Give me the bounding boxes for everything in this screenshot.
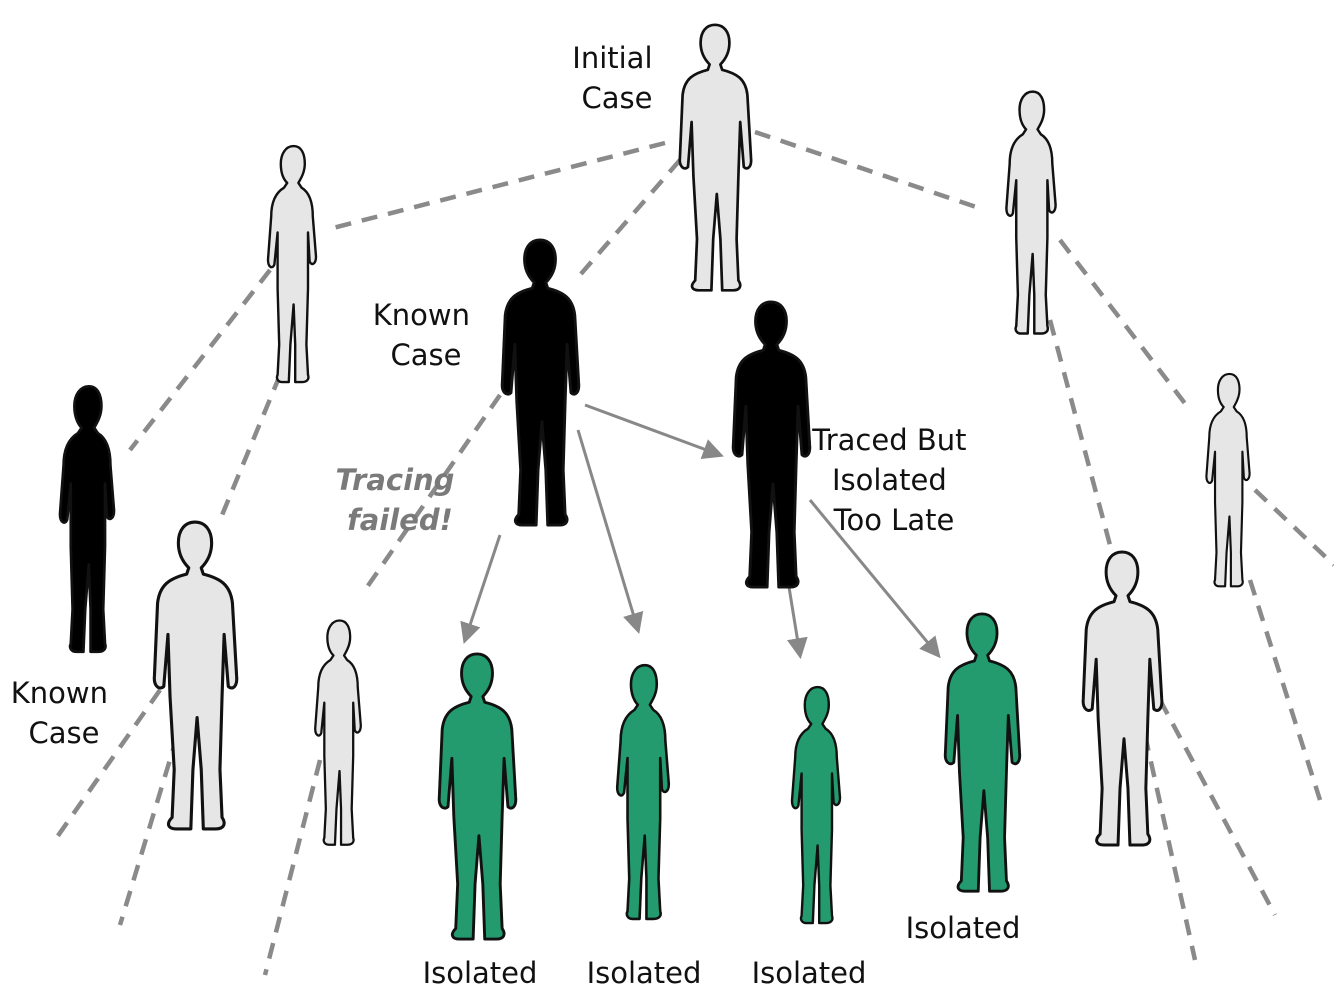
dash-line <box>755 132 985 210</box>
dash-line <box>1060 240 1190 410</box>
person-isolated <box>439 654 516 939</box>
label-initial-case: Initial Case <box>572 41 661 115</box>
dash-line <box>580 160 680 275</box>
dash-line <box>1250 580 1320 800</box>
dash-line <box>1050 320 1110 545</box>
label-traced-too-late: Traced But Isolated Too Late <box>811 423 975 537</box>
person-initial-case <box>680 25 751 291</box>
dash-line <box>265 760 320 975</box>
label-tracing-failed: Tracing failed! <box>335 463 464 537</box>
label-isolated: Isolated <box>423 956 538 986</box>
dash-line <box>220 375 280 520</box>
person-isolated <box>617 665 669 919</box>
person-known-case <box>502 240 579 525</box>
label-known-case-center: Known Case <box>373 298 479 372</box>
label-isolated: Isolated <box>587 956 702 986</box>
dash-line <box>130 270 270 450</box>
person-untraced <box>154 522 236 829</box>
person-untraced <box>1083 552 1162 845</box>
person-untraced <box>1206 374 1249 586</box>
untraced-connections <box>55 132 1334 975</box>
person-untraced <box>315 621 361 845</box>
dash-line <box>1255 490 1334 565</box>
dash-line <box>55 690 160 840</box>
label-isolated: Isolated <box>906 911 1021 945</box>
people <box>60 25 1250 939</box>
trace-arrow <box>578 430 638 630</box>
dash-line <box>1160 700 1275 915</box>
person-isolated <box>945 614 1019 891</box>
label-isolated: Isolated <box>752 956 867 986</box>
person-untraced <box>268 146 316 382</box>
trace-arrow <box>585 405 720 455</box>
person-known-case <box>60 386 114 652</box>
person-isolated <box>792 687 840 923</box>
dash-line <box>325 143 665 230</box>
trace-arrow <box>465 535 500 640</box>
person-traced-late <box>733 302 810 587</box>
label-known-case-left: Known Case <box>11 676 117 750</box>
person-untraced <box>1006 92 1055 334</box>
labels: Initial Case Known Case Known Case Trace… <box>11 41 1021 986</box>
dash-line <box>1145 735 1195 960</box>
